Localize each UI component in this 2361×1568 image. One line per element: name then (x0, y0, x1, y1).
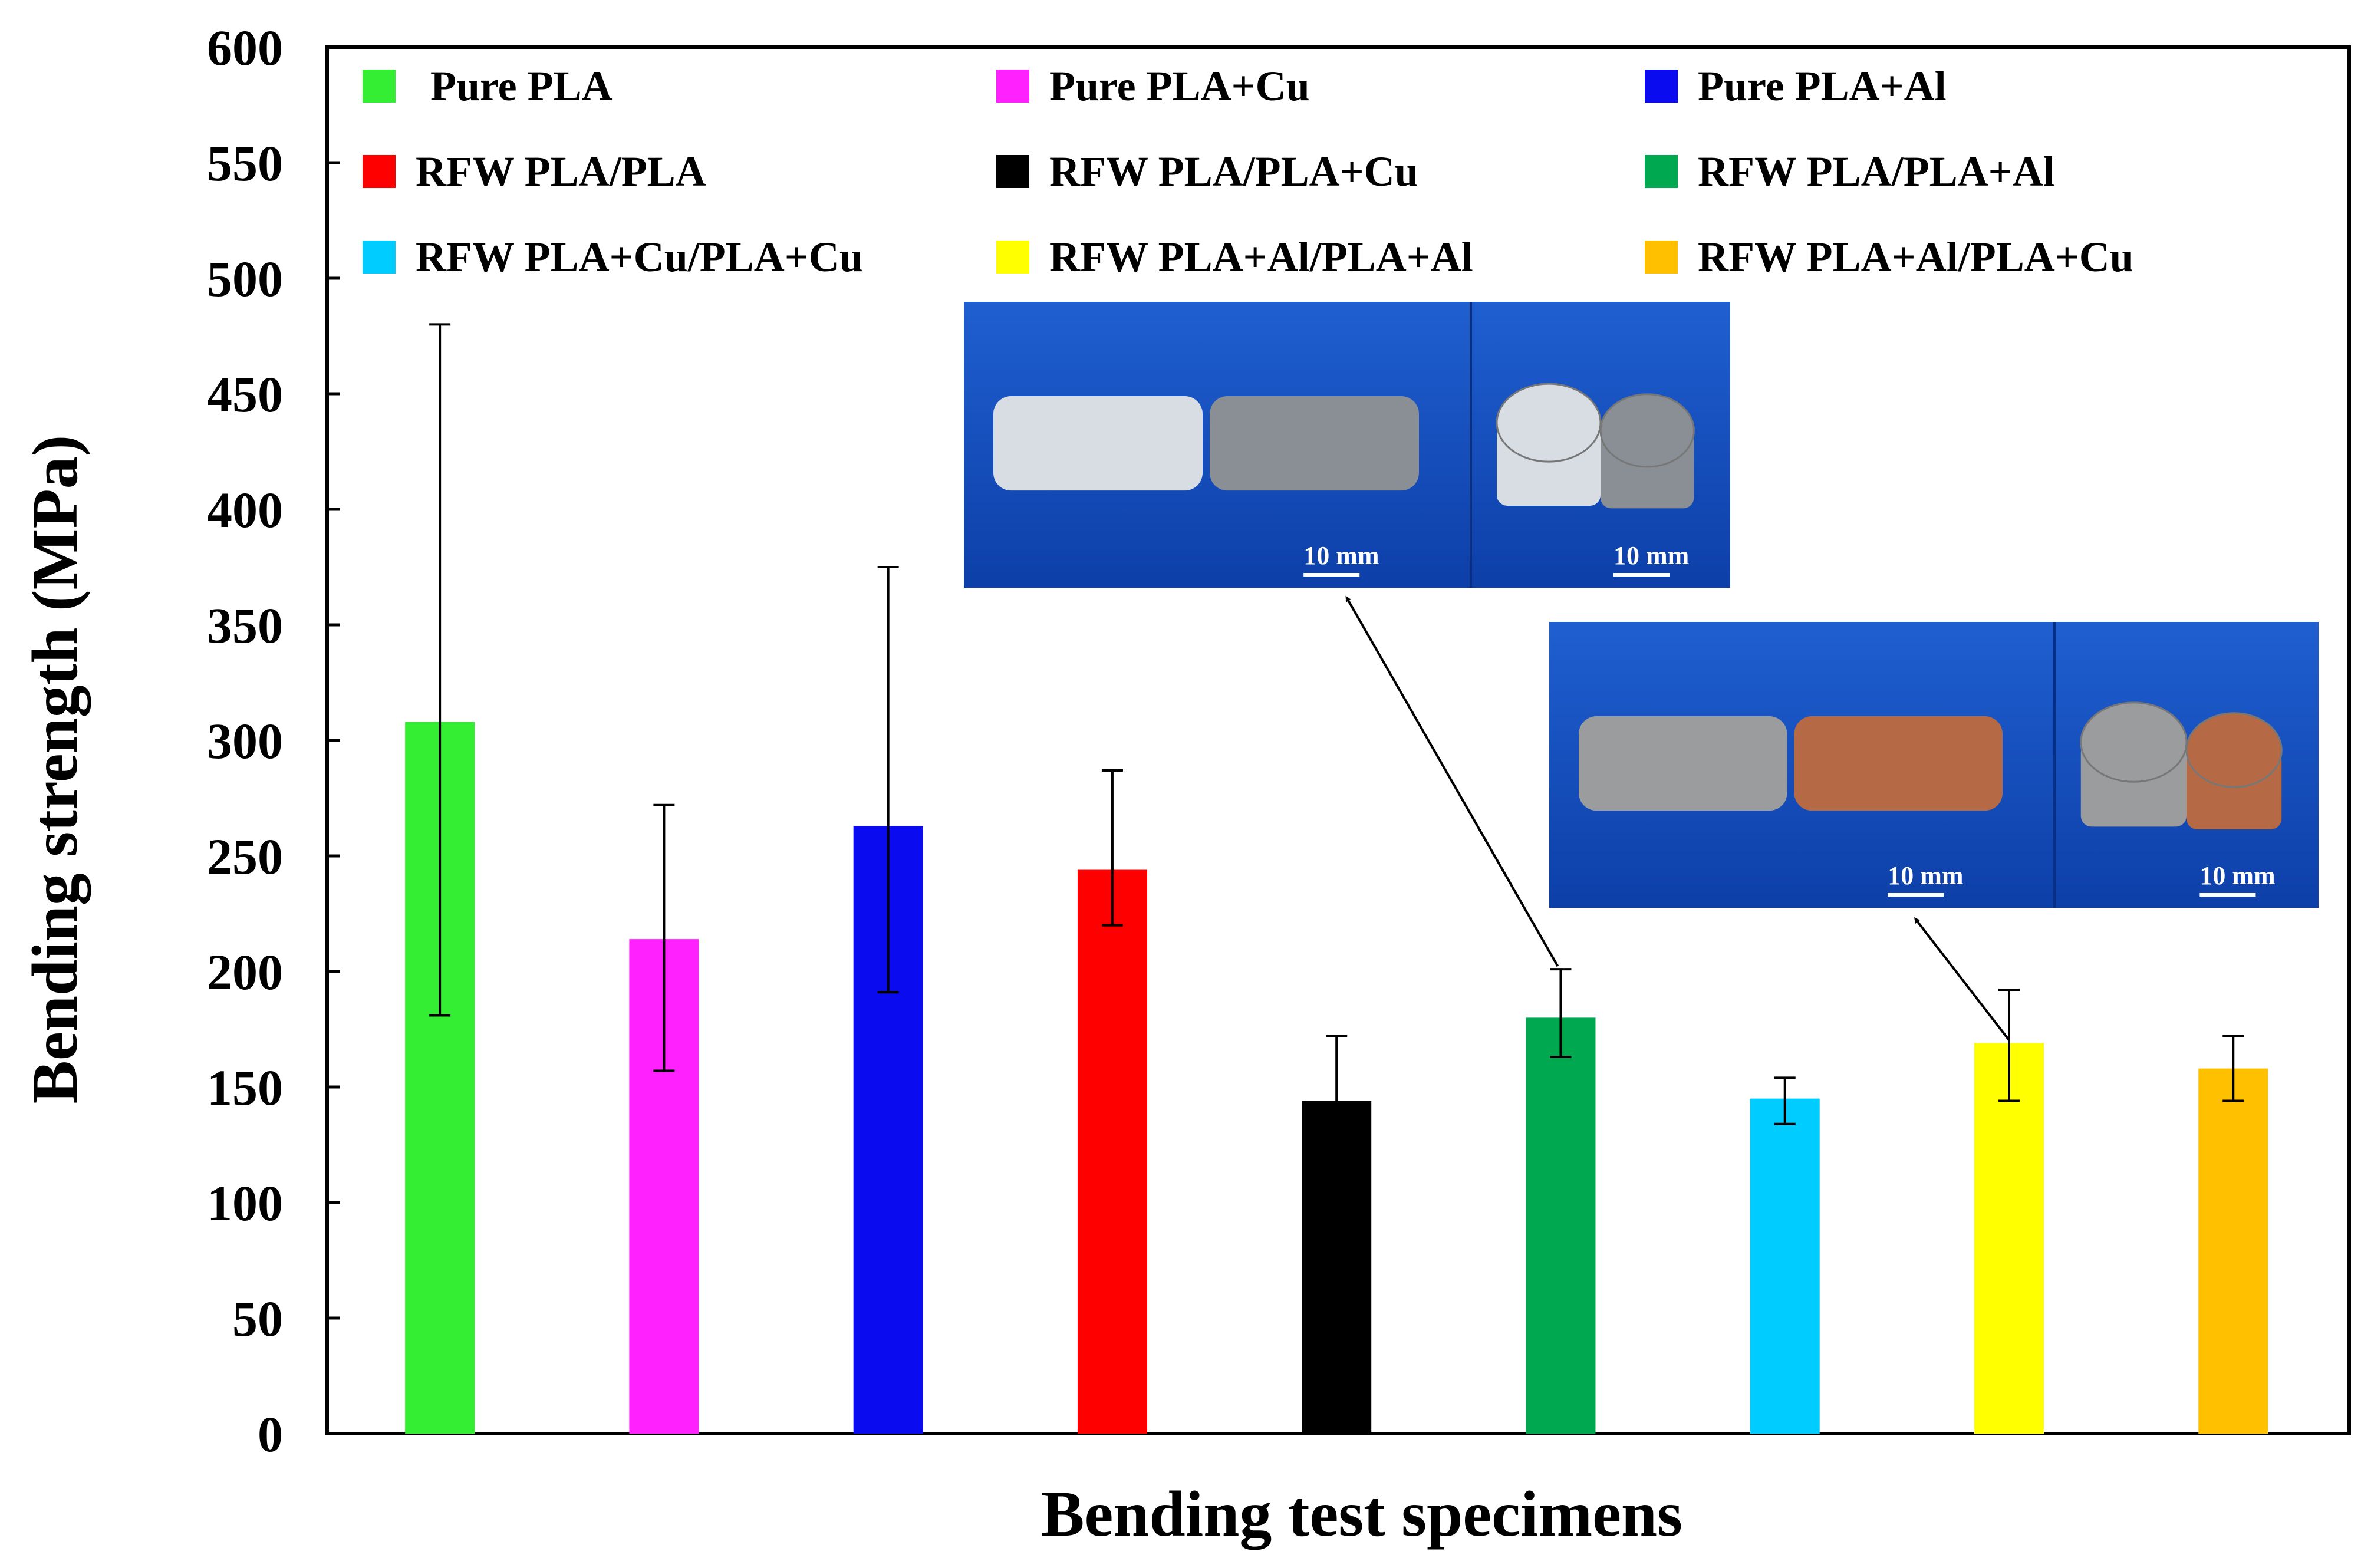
y-tick-label: 50 (232, 1290, 283, 1347)
photo-inset-2: 10 mm 10 mm (1549, 622, 2319, 908)
y-axis: 0 50 100 150 200 250 300 350 400 450 500 550 600 (207, 19, 340, 1462)
legend-swatch-6 (1645, 155, 1678, 188)
y-tick-label: 250 (207, 828, 283, 885)
specimen-right-half (1794, 716, 2003, 811)
legend-label-4: RFW PLA/PLA (416, 148, 706, 195)
y-axis-title: Bending strength (MPa) (19, 435, 91, 1104)
y-tick-label: 150 (207, 1059, 283, 1116)
legend-swatch-5 (996, 155, 1029, 188)
fracture-left-surface (1496, 383, 1602, 463)
y-tick-label: 600 (207, 19, 283, 76)
legend-label-6: RFW PLA/PLA+Al (1698, 148, 2055, 195)
legend-swatch-8 (996, 241, 1029, 274)
legend-label-8: RFW PLA+Al/PLA+Al (1049, 233, 1473, 281)
inset-pointer-arrow-1 (1345, 595, 1559, 967)
legend-swatch-2 (996, 70, 1029, 103)
y-tick-label: 550 (207, 135, 283, 192)
y-tick-label: 400 (207, 482, 283, 538)
scale-bar-label: 10 mm (1303, 541, 1379, 570)
y-tick-label: 350 (207, 597, 283, 654)
legend-label-1: Pure PLA (430, 62, 613, 110)
legend-label-3: Pure PLA+Al (1698, 62, 1947, 110)
legend-label-7: RFW PLA+Cu/PLA+Cu (416, 233, 863, 281)
legend-swatch-1 (363, 70, 396, 103)
specimen-right-half (1210, 396, 1419, 491)
legend-swatch-9 (1645, 241, 1678, 274)
error-bars (429, 323, 2244, 1155)
bar-4 (1077, 869, 1147, 1434)
fracture-right-surface (1599, 393, 1695, 468)
photo-insets: 10 mm 10 mm 10 mm 10 mm (964, 302, 2319, 1041)
scale-bar-label: 10 mm (2199, 861, 2275, 890)
y-tick-label: 500 (207, 251, 283, 307)
fracture-right-surface (2185, 712, 2283, 788)
legend-swatch-3 (1645, 70, 1678, 103)
bar-7 (1750, 1098, 1820, 1434)
inset-pointer-arrow-2 (1914, 917, 2010, 1041)
bar-8 (1974, 1043, 2044, 1434)
legend-swatch-7 (363, 241, 396, 274)
y-tick-label: 100 (207, 1175, 283, 1231)
y-tick-label: 300 (207, 713, 283, 769)
y-tick-label: 450 (207, 366, 283, 423)
bar-5 (1302, 1101, 1372, 1434)
y-tick-label: 200 (207, 944, 283, 1000)
y-tick-label: 0 (258, 1406, 283, 1462)
x-axis-title: Bending test specimens (1041, 1478, 1682, 1550)
bar-series (405, 722, 2268, 1434)
fracture-left-surface (2080, 701, 2188, 783)
photo-inset-1: 10 mm 10 mm (964, 302, 1730, 588)
legend-label-2: Pure PLA+Cu (1049, 62, 1310, 110)
scale-bar-label: 10 mm (1613, 541, 1689, 570)
legend-swatch-4 (363, 155, 396, 188)
scale-bar-label: 10 mm (1888, 861, 1963, 890)
specimen-left-half (993, 396, 1203, 491)
legend-label-5: RFW PLA/PLA+Cu (1049, 148, 1418, 195)
bar-6 (1526, 1017, 1596, 1434)
specimen-left-half (1579, 716, 1787, 811)
legend-label-9: RFW PLA+Al/PLA+Cu (1698, 233, 2133, 281)
bar-9 (2198, 1068, 2268, 1434)
